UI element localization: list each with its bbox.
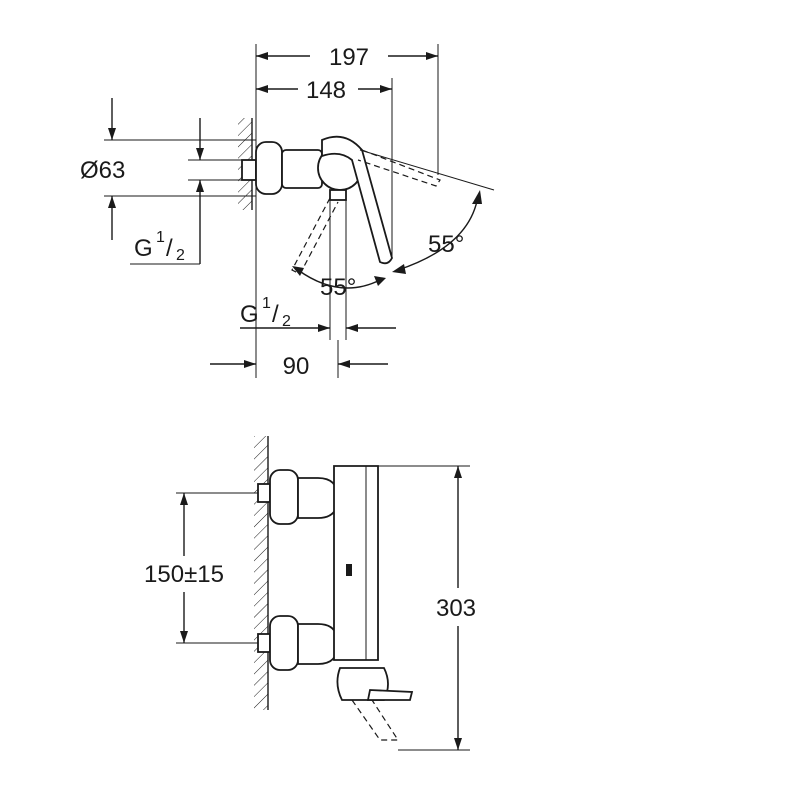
logo-mark: [346, 564, 352, 576]
connection-left-numerator: 1: [156, 229, 165, 246]
angle-bottom-label: 55°: [320, 274, 356, 301]
connection-bottom-slash: /: [272, 301, 279, 328]
diverter-spout: [336, 667, 414, 741]
mixer-body-side: [333, 465, 379, 661]
dimension-148: 148: [256, 77, 393, 258]
mixer-body-top: [241, 135, 393, 265]
dimension-connection-left: G 1 / 2: [130, 118, 242, 265]
dimension-90: 90: [210, 285, 388, 380]
dimension-197: 197: [255, 44, 439, 285]
lever-alternate-positions: [291, 149, 441, 275]
angle-bottom: 55°: [292, 266, 386, 301]
dim-303-label: 303: [436, 595, 476, 622]
angle-right: 55°: [359, 149, 495, 274]
dim-diameter-label: Ø63: [80, 157, 125, 184]
dim-148-label: 148: [306, 77, 346, 104]
connection-bottom-g: G: [240, 301, 259, 328]
dimension-150: 150±15: [144, 492, 258, 644]
side-view: 150±15 303: [144, 436, 476, 751]
wall-hatching-side: [254, 436, 269, 710]
dim-150-label: 150±15: [144, 561, 224, 588]
connection-bottom-numerator: 1: [262, 295, 271, 312]
upper-inlet: [257, 469, 339, 525]
connection-left-slash: /: [166, 235, 173, 262]
lower-inlet: [257, 615, 339, 671]
connection-left-denominator: 2: [176, 247, 185, 264]
connection-left-g: G: [134, 235, 153, 262]
angle-right-label: 55°: [428, 231, 464, 258]
top-view: 197 148 Ø63: [80, 44, 495, 380]
dimension-diameter-63: Ø63: [80, 98, 256, 240]
dim-197-label: 197: [329, 44, 369, 71]
dimension-303: 303: [378, 465, 476, 751]
dim-90-label: 90: [283, 353, 310, 380]
dimension-connection-bottom: G 1 / 2: [240, 200, 396, 340]
connection-bottom-denominator: 2: [282, 313, 291, 330]
